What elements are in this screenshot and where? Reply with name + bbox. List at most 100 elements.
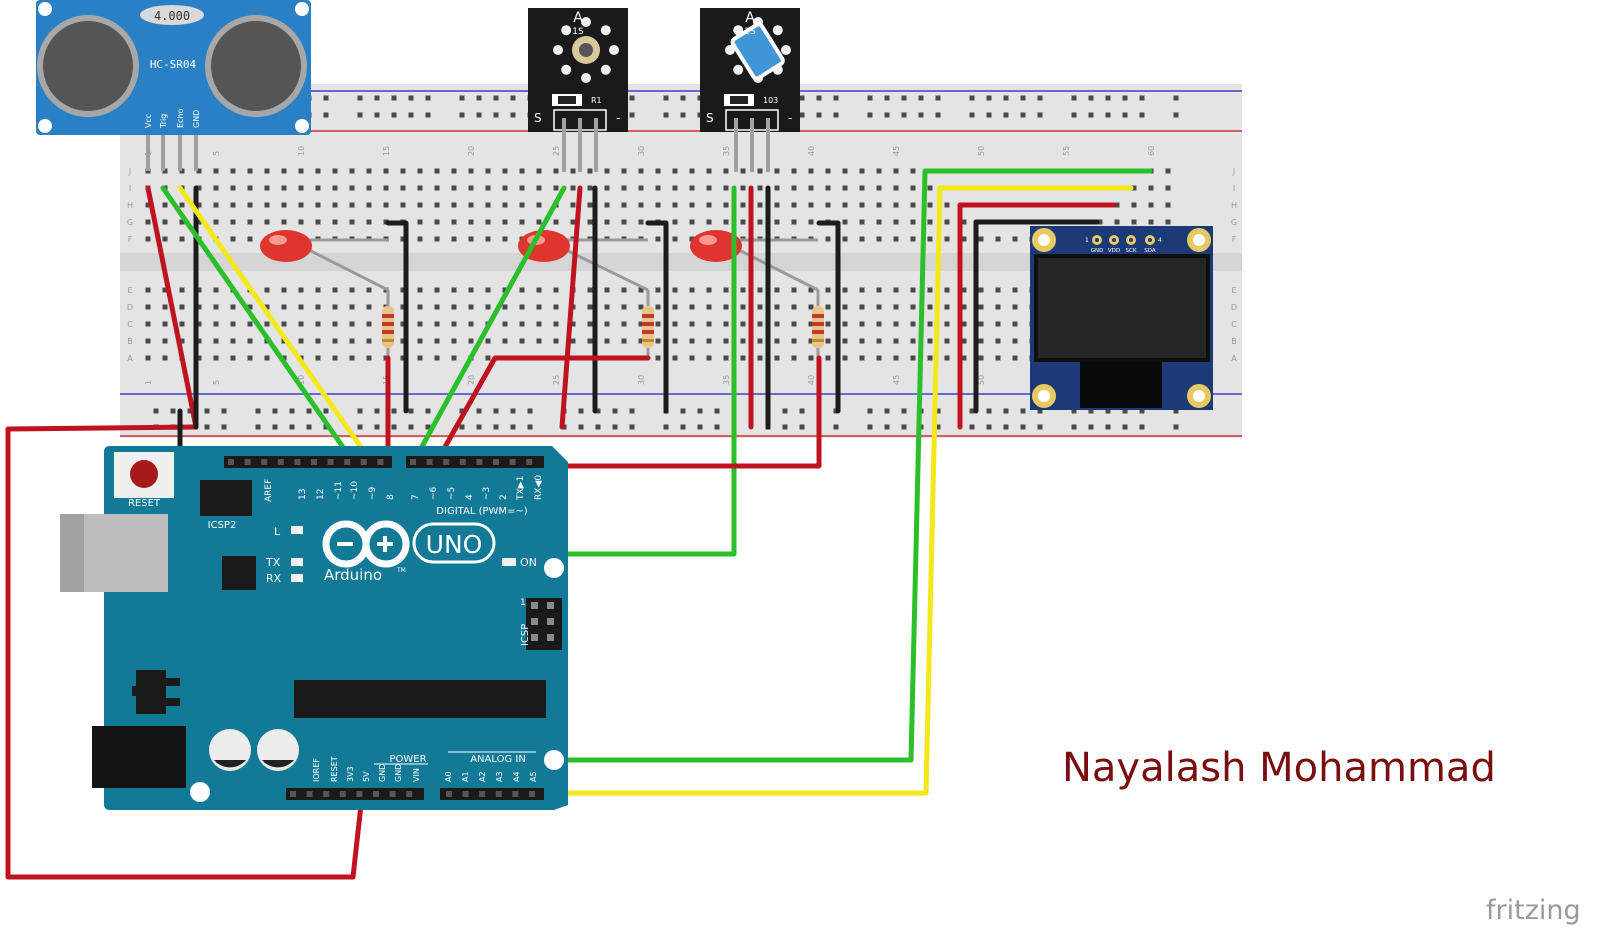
rail-hole (493, 112, 499, 118)
breadboard-hole (1012, 304, 1018, 310)
header-pin (228, 459, 234, 465)
row-label: D (1231, 303, 1237, 312)
breadboard-hole (349, 185, 355, 191)
breadboard-hole (230, 355, 236, 361)
mount-hole (295, 2, 309, 16)
rail-hole (272, 408, 278, 414)
rail-hole (714, 424, 720, 430)
breadboard-hole (213, 304, 219, 310)
rail-hole (901, 95, 907, 101)
column-number: 25 (552, 146, 561, 156)
breadboard-hole (366, 321, 372, 327)
breadboard-hole (1012, 287, 1018, 293)
breadboard-hole (196, 185, 202, 191)
rail-hole (357, 95, 363, 101)
breadboard-hole (485, 219, 491, 225)
breadboard-hole (213, 202, 219, 208)
breadboard-hole (893, 355, 899, 361)
column-number: 15 (382, 146, 391, 156)
breadboard-hole (570, 219, 576, 225)
row-label: A (1231, 354, 1237, 363)
breadboard-hole (791, 219, 797, 225)
rail-hole (901, 408, 907, 414)
breadboard-hole (434, 236, 440, 242)
breadboard-hole (876, 304, 882, 310)
breadboard-hole (961, 219, 967, 225)
rail-hole (357, 112, 363, 118)
breadboard-hole (876, 321, 882, 327)
breadboard-hole (145, 287, 151, 293)
breadboard-hole (417, 168, 423, 174)
rail-hole (425, 408, 431, 414)
breadboard-hole (587, 304, 593, 310)
header-pin (443, 459, 450, 465)
module-hole (609, 45, 619, 55)
breadboard-hole (672, 185, 678, 191)
rail-hole (663, 112, 669, 118)
breadboard-hole (1165, 185, 1171, 191)
led-group-1 (260, 230, 389, 292)
breadboard-hole (604, 185, 610, 191)
breadboard-hole (264, 304, 270, 310)
rail-hole (425, 95, 431, 101)
mount-hole (295, 119, 309, 133)
icsp-pin (547, 602, 554, 609)
breadboard-hole (179, 287, 185, 293)
breadboard-hole (910, 355, 916, 361)
breadboard-hole (808, 321, 814, 327)
breadboard-hole (1012, 321, 1018, 327)
breadboard-hole (417, 321, 423, 327)
rail-hole (476, 95, 482, 101)
rail-hole (391, 408, 397, 414)
breadboard-hole (332, 202, 338, 208)
column-number: 60 (1147, 146, 1156, 156)
breadboard-hole (825, 355, 831, 361)
breadboard-hole (621, 168, 627, 174)
icsp2-label: ICSP2 (208, 520, 237, 531)
potentiometer-icon (730, 22, 785, 81)
breadboard-hole (587, 338, 593, 344)
breadboard-hole (196, 304, 202, 310)
breadboard-hole (995, 287, 1001, 293)
rail-hole (1020, 112, 1026, 118)
rail-hole (901, 112, 907, 118)
rail-hole (884, 112, 890, 118)
column-number: 30 (637, 146, 646, 156)
breadboard-hole (332, 338, 338, 344)
breadboard-hole (893, 304, 899, 310)
breadboard-hole (315, 304, 321, 310)
breadboard-hole (944, 321, 950, 327)
breadboard-hole (638, 185, 644, 191)
reset-button[interactable] (130, 460, 158, 488)
breadboard-hole (349, 304, 355, 310)
breadboard-hole (910, 202, 916, 208)
breadboard-hole (859, 236, 865, 242)
breadboard-hole (774, 185, 780, 191)
rail-hole (1037, 95, 1043, 101)
breadboard-hole (179, 304, 185, 310)
rail-hole (884, 95, 890, 101)
breadboard-hole (740, 185, 746, 191)
breadboard-hole (417, 338, 423, 344)
column-number: 35 (722, 146, 731, 156)
breadboard-hole (944, 219, 950, 225)
regulator-pin (166, 678, 180, 686)
module-resistor-label: R1 (591, 96, 602, 105)
breadboard-hole (655, 338, 661, 344)
breadboard-hole (519, 168, 525, 174)
breadboard-hole (570, 168, 576, 174)
breadboard-hole (842, 321, 848, 327)
board-mount-hole (544, 750, 564, 770)
module-label-sub: 1S (744, 27, 756, 37)
module-hole (553, 45, 563, 55)
icsp-pin (531, 634, 538, 641)
breadboard-hole (638, 219, 644, 225)
rail-hole (1139, 408, 1145, 414)
breadboard-hole (434, 168, 440, 174)
breadboard-hole (689, 219, 695, 225)
breadboard-hole (655, 236, 661, 242)
breadboard-hole (468, 168, 474, 174)
aref-label: AREF (264, 479, 274, 502)
oled-pin-last: 4 (1158, 237, 1162, 244)
